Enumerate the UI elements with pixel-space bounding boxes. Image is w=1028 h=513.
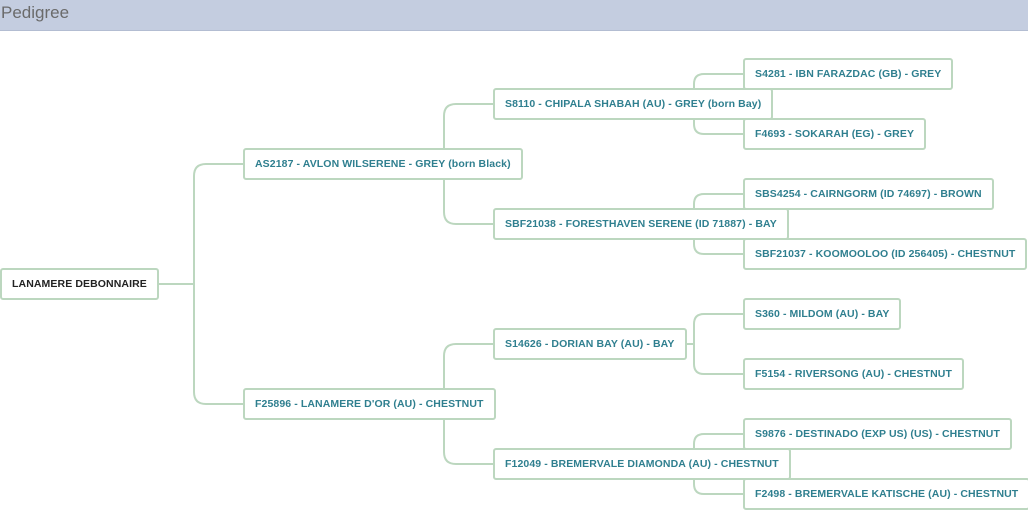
node-sire-sire-dam[interactable]: F4693 - SOKARAH (EG) - GREY — [743, 118, 927, 150]
node-dam-dam[interactable]: F12049 - BREMERVALE DIAMONDA (AU) - CHES… — [493, 448, 791, 480]
node-sire-dam-sire[interactable]: SBS4254 - CAIRNGORM (ID 74697) - BROWN — [743, 178, 994, 210]
node-dam-dam-sire[interactable]: S9876 - DESTINADO (EXP US) (US) - CHESTN… — [743, 418, 1012, 450]
node-sire-dam-dam[interactable]: SBF21037 - KOOMOOLOO (ID 256405) - CHEST… — [743, 238, 1028, 270]
node-sire-dam[interactable]: SBF21038 - FORESTHAVEN SERENE (ID 71887)… — [493, 208, 789, 240]
node-dam-dam-dam[interactable]: F2498 - BREMERVALE KATISCHE (AU) - CHEST… — [743, 478, 1028, 510]
node-dam-sire-sire[interactable]: S360 - MILDOM (AU) - BAY — [743, 298, 902, 330]
connector-ds-d — [681, 343, 743, 375]
connector-root-dam — [154, 283, 243, 405]
connector-sire-sire — [443, 103, 493, 180]
connector-ss-sd — [693, 120, 743, 135]
node-dam-sire-dam[interactable]: F5154 - RIVERSONG (AU) - CHESTNUT — [743, 358, 964, 390]
node-dam[interactable]: F25896 - LANAMERE D'OR (AU) - CHESTNUT — [243, 388, 496, 420]
node-sire-sire-sire[interactable]: S4281 - IBN FARAZDAC (GB) - GREY — [743, 58, 954, 90]
connector-sire-dam — [443, 180, 493, 225]
node-dam-sire[interactable]: S14626 - DORIAN BAY (AU) - BAY — [493, 328, 687, 360]
page-title: Pedigree — [1, 3, 70, 22]
node-subject[interactable]: LANAMERE DEBONNAIRE — [0, 268, 159, 300]
connector-ds-s — [681, 313, 743, 345]
connector-dam-dam — [443, 420, 493, 465]
connector-dam-sire — [443, 343, 493, 388]
connector-sd-s — [693, 193, 743, 208]
connector-sd-d — [693, 240, 743, 255]
node-sire[interactable]: AS2187 - AVLON WILSERENE - GREY (born Bl… — [243, 148, 523, 180]
connector-ss-ss — [693, 73, 743, 88]
node-sire-sire[interactable]: S8110 - CHIPALA SHABAH (AU) - GREY (born… — [493, 88, 774, 120]
connector-dd-s — [693, 433, 743, 448]
page-header: Pedigree — [0, 0, 1028, 31]
connector-dd-d — [693, 480, 743, 495]
connector-root-sire — [154, 163, 243, 285]
